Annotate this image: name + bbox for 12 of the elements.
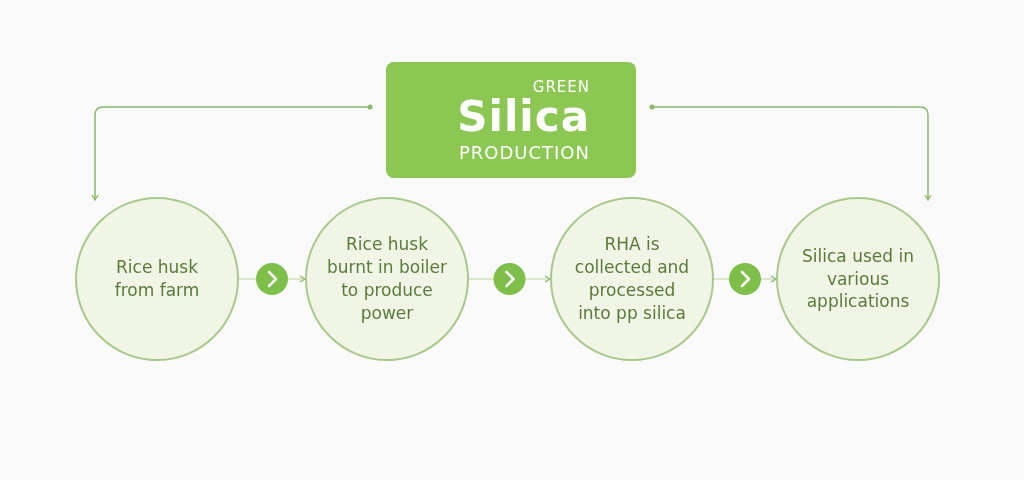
step-text: RHA is collected and processed into pp silica [573, 233, 691, 325]
arrow [649, 104, 932, 201]
title-text: PRODUCTION [458, 141, 590, 163]
title-text: Silica [457, 95, 590, 138]
step-text: Rice husk burnt in boiler to produce power [325, 233, 449, 325]
step-text: Rice husk from farm [113, 256, 201, 302]
step-text: Silica used in various applications [801, 244, 915, 314]
title-box [386, 62, 636, 178]
title-text: GREEN [532, 77, 590, 96]
chevron-arrow [238, 263, 306, 295]
chevron-arrow [468, 263, 551, 295]
arrow [91, 104, 373, 201]
